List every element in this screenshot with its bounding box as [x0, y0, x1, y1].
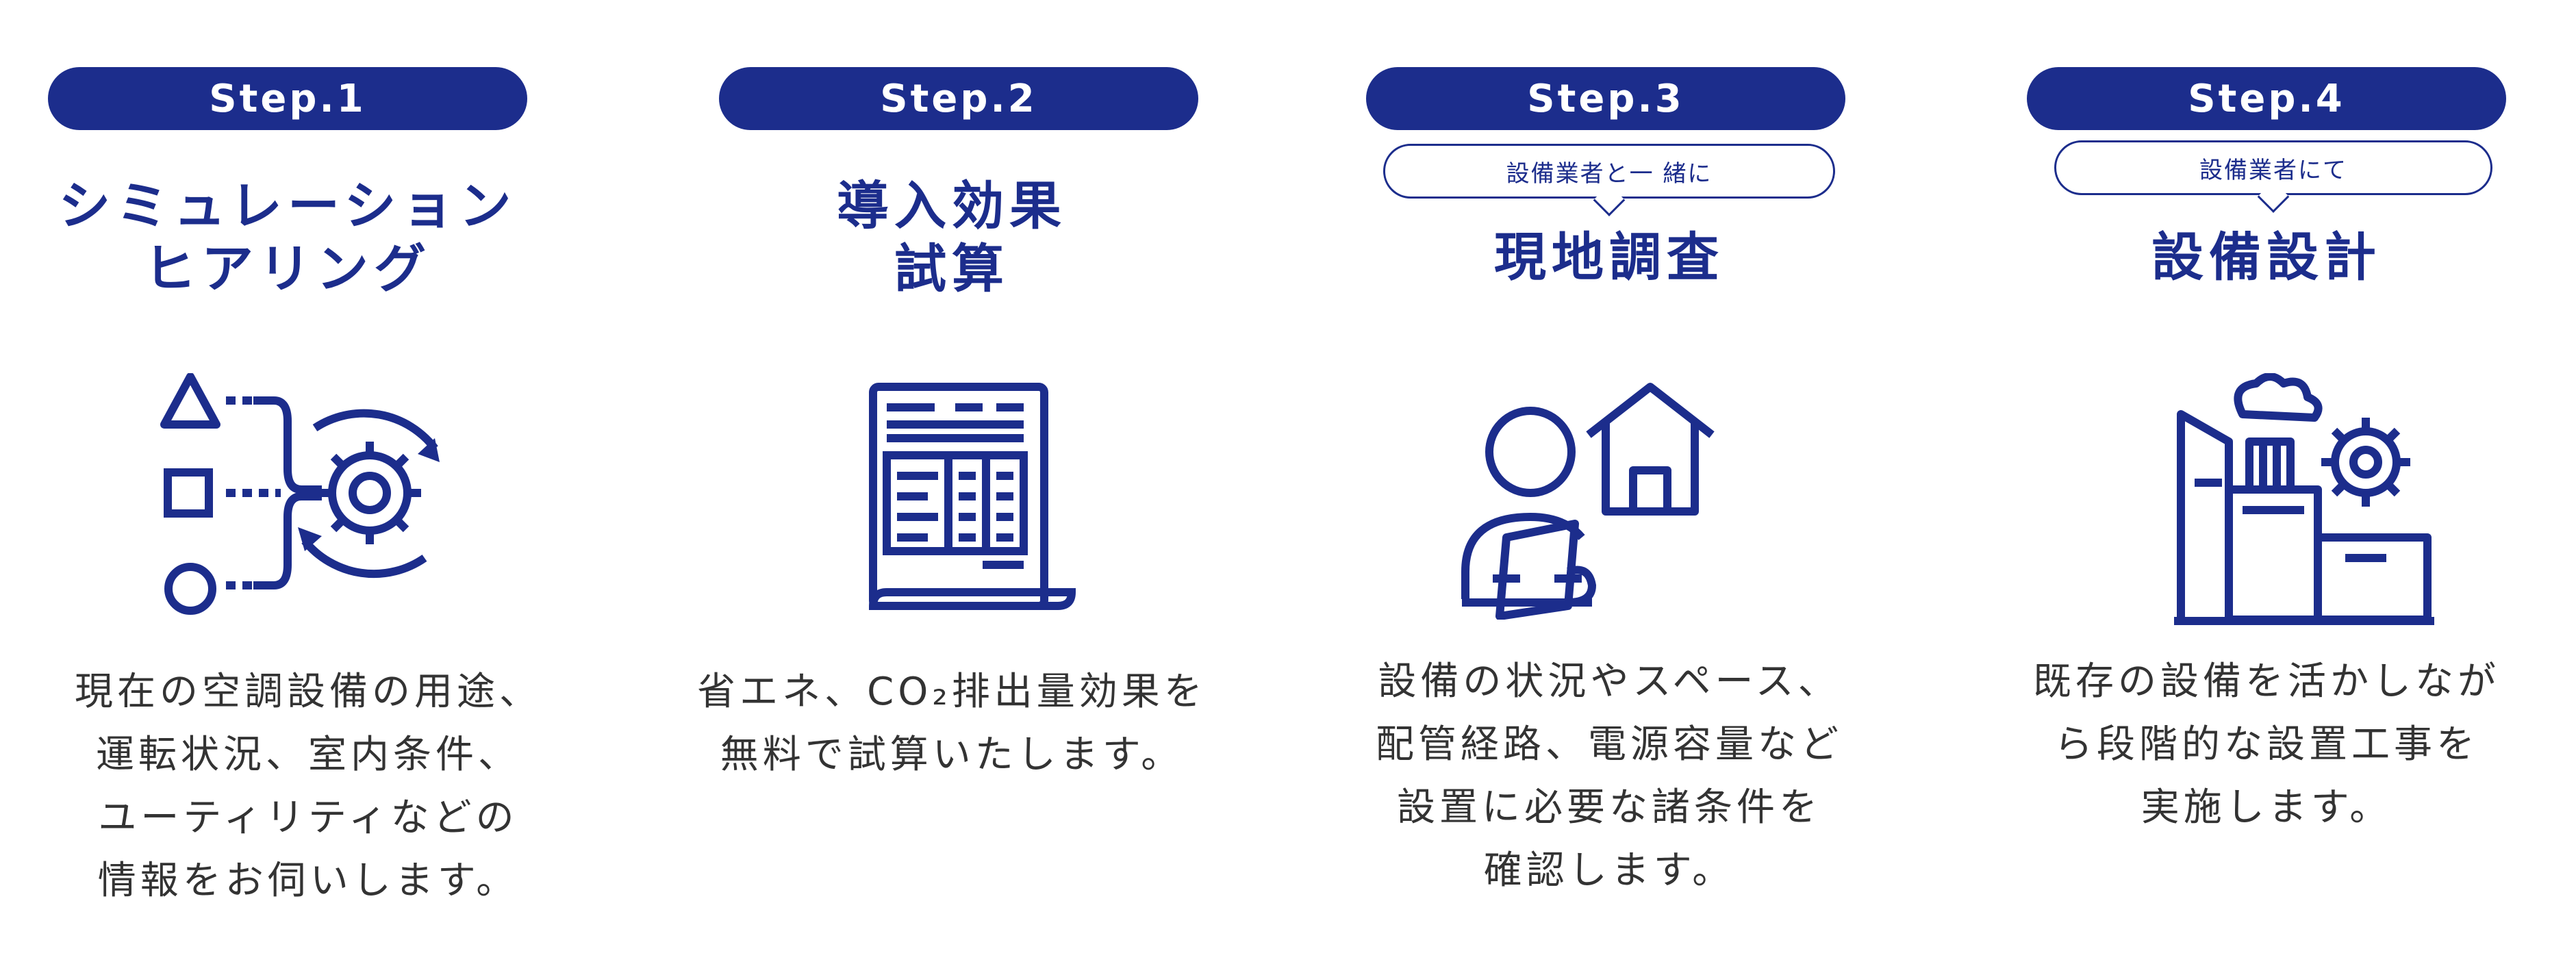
description-line: 配管経路、電源容量など [1376, 722, 1843, 767]
description-line: 情報をお伺いします。 [97, 859, 519, 903]
description-line: 無料で試算いたします。 [720, 733, 1184, 777]
description-line: ら段階的な設置工事を [2054, 722, 2479, 767]
step-badge: Step.3 [1366, 67, 1845, 130]
factory-gear-icon [2174, 373, 2434, 625]
simulation-gear-icon [160, 373, 440, 615]
step-4: Step.4 設備業者にて 設備設計 既存の設備を活かしなが ら段階的な設置工事… [1958, 0, 2575, 964]
description-line: 現在の空調設備の用途、 [75, 670, 542, 714]
description-line: 設備の状況やスペース、 [1378, 659, 1841, 704]
step-title-line: 現地調査 [1494, 227, 1724, 288]
step-title: 導入効果 試算 [644, 175, 1260, 301]
description-line: ユーティリティなどの [98, 796, 518, 840]
step-title-line: シミュレーション [58, 175, 517, 236]
step-badge: Step.4 [2027, 67, 2506, 130]
step-1: Step.1 シミュレーション ヒアリング 現在の空調設備の用途、 運転状況、室… [0, 0, 616, 964]
step-description: 既存の設備を活かしなが ら段階的な設置工事を 実施します。 [1958, 650, 2575, 839]
step-title: 設備設計 [1958, 226, 2575, 289]
step-badge: Step.1 [48, 67, 527, 130]
speech-bubble: 設備業者と一 緒に [1383, 144, 1835, 199]
document-spreadsheet-icon [868, 383, 1076, 610]
step-description: 設備の状況やスペース、 配管経路、電源容量など 設置に必要な諸条件を 確認します… [1301, 650, 1917, 902]
step-title-line: ヒアリング [144, 238, 431, 299]
description-text: 省エネ、CO₂排出量効果を [697, 670, 1207, 714]
person-house-icon [1461, 383, 1715, 620]
description-line: 運転状況、室内条件、 [96, 733, 520, 777]
step-title-line: 試算 [894, 238, 1009, 299]
speech-bubble: 設備業者にて [2054, 140, 2492, 195]
step-2: Step.2 導入効果 試算 省エネ、CO₂排出量効果を 無料で試算いたします。 [644, 0, 1260, 964]
step-badge: Step.2 [719, 67, 1198, 130]
description-line: 既存の設備を活かしなが [2033, 659, 2500, 704]
description-line: 実施します。 [2141, 785, 2392, 830]
step-description: 現在の空調設備の用途、 運転状況、室内条件、 ユーティリティなどの 情報をお伺い… [0, 661, 616, 913]
step-description: 省エネ、CO₂排出量効果を 無料で試算いたします。 [644, 661, 1260, 787]
description-line: 確認します。 [1483, 848, 1735, 893]
step-title: シミュレーション ヒアリング [14, 175, 561, 301]
step-title-line: 設備設計 [2151, 227, 2382, 288]
step-3: Step.3 設備業者と一 緒に 現地調査 設備の状況やスペース、 配管経路、電… [1301, 0, 1917, 964]
step-title: 現地調査 [1301, 226, 1917, 289]
description-line: 省エネ、CO₂排出量効果を [644, 661, 1260, 724]
step-title-line: 導入効果 [837, 175, 1067, 236]
description-line: 設置に必要な諸条件を [1397, 785, 1821, 830]
